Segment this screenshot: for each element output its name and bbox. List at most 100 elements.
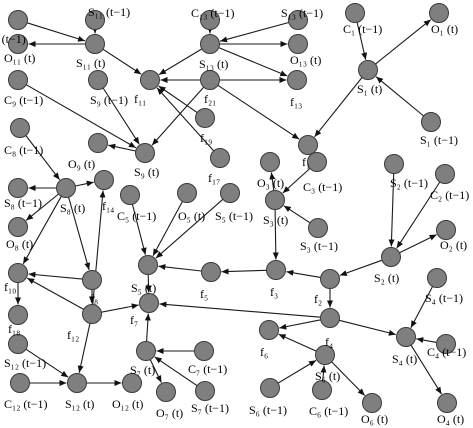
node-S7 [136,341,156,361]
node-O8 [8,217,28,237]
edge-S6p-to-S6 [277,359,317,384]
edge-f21-to-f1 [217,84,300,140]
label-S4: S₄ (t) [392,352,417,366]
label-f11: f₁₁ [134,92,146,106]
label-S4p: S₄ (t−1) [425,291,463,305]
node-S4p [427,268,447,288]
label-C5: C₅ (t−1) [117,209,156,223]
node-S13 [200,34,220,54]
node-S7p [195,381,215,401]
node-C9 [8,70,28,90]
label-S9p: S₉ (t−1) [90,93,128,107]
node-S11p [85,10,105,30]
edge-f5-to-S5 [158,263,202,272]
edge-f21-to-S9 [151,86,205,146]
node-O4 [437,393,457,413]
edge-S7p-to-S7 [154,356,198,387]
node-S1p [421,112,441,132]
node-f13 [287,70,307,90]
node-O1 [429,3,449,23]
label-S2p: S₂ (t−1) [390,176,428,190]
node-O13 [288,34,308,54]
edge-f12-to-f7 [101,303,139,313]
edge-S1p-to-S1 [375,76,425,117]
edge-S3-to-f3 [272,209,279,260]
label-f4: f₄ [325,335,333,349]
node-S3p [308,218,328,238]
edge-S2-to-O2 [399,234,437,254]
label-f14: f₁₄ [102,199,114,213]
node-S8 [56,178,76,198]
edge-O5-to-S5 [152,201,183,257]
node-O5 [177,183,197,203]
node-f21 [200,70,220,90]
label-O7: O₇ (t) [156,406,183,420]
node-O12 [122,373,142,393]
node-C8 [10,118,30,138]
label-O6: O₆ (t) [361,412,388,426]
edge-f12-to-S12 [77,323,91,373]
node-C11 [8,10,28,30]
edge-S7-to-O7 [149,359,162,383]
label-O11: O₁₁ (t) [4,51,35,65]
label-O1: O₁ (t) [431,22,458,36]
node-S5 [138,255,158,275]
edge-f4-to-f6 [279,319,321,330]
edge-f17-to-f11 [156,87,215,152]
node-S12 [67,373,87,393]
node-f7 [139,293,159,313]
node-C7 [194,341,214,361]
edge-S1-to-O1 [375,19,432,65]
label-S6p: S₆ (t−1) [249,403,287,417]
label-f13: f₁₃ [290,95,302,109]
label-S11p: S₁₁ (t−1) [88,5,130,19]
node-f2 [320,269,340,289]
label-C4: C₄ (t−1) [427,345,466,359]
label-S7: S₇ (t) [130,363,155,377]
label-S12: S₁₂ (t) [65,397,94,411]
edge-S2p-to-S2 [388,173,395,247]
edge-S13p-to-S13 [219,21,289,43]
label-S9: S₉ (t) [134,165,159,179]
label-S13: S₁₃ (t) [199,57,228,71]
edge-S8-to-f8 [68,196,91,271]
edge-C3-to-S3 [282,167,311,194]
edge-S6-to-f6 [278,333,317,352]
label-C11: C₁₁ (t−1) [0,32,26,46]
label-O8: O₈ (t) [6,237,33,251]
label-f6: f₆ [260,345,268,359]
node-f3 [266,260,286,280]
label-O5: O₅ (t) [178,209,205,223]
edge-C2-to-S2 [396,181,441,249]
label-C12: C₁₂ (t−1) [4,397,47,411]
node-S13p [288,10,308,30]
edge-S3-to-O3 [269,172,276,191]
node-S6p [260,378,280,398]
node-C13 [200,10,220,30]
node-S2p [384,154,404,174]
label-S13p: S₁₃ (t−1) [281,6,323,20]
node-f18 [8,305,28,325]
edge-S7-to-f7 [144,313,151,342]
node-S6 [315,345,335,365]
edge-S13-to-f11 [158,48,203,76]
label-f17: f₁₇ [208,171,220,185]
node-O9 [88,133,108,153]
node-f5 [201,262,221,282]
label-f10: f₁₀ [4,280,16,294]
label-S8p: S₈ (t−1) [4,196,42,210]
edge-S8-to-O8 [25,193,59,221]
nodes-layer [8,3,457,413]
label-S1p: S₁ (t−1) [420,133,458,147]
edge-S8-to-f10 [22,196,62,265]
edge-S8-to-f14 [75,180,94,187]
node-f1 [298,135,318,155]
node-C1 [345,3,365,23]
node-O11 [8,34,28,54]
label-S5: S₅ (t) [131,281,156,295]
edge-C9-to-S9 [25,84,137,149]
edge-C5-to-S5 [131,204,147,255]
edge-f12-to-f10 [26,277,84,310]
label-f2: f₂ [314,292,322,306]
node-f8 [82,270,102,290]
